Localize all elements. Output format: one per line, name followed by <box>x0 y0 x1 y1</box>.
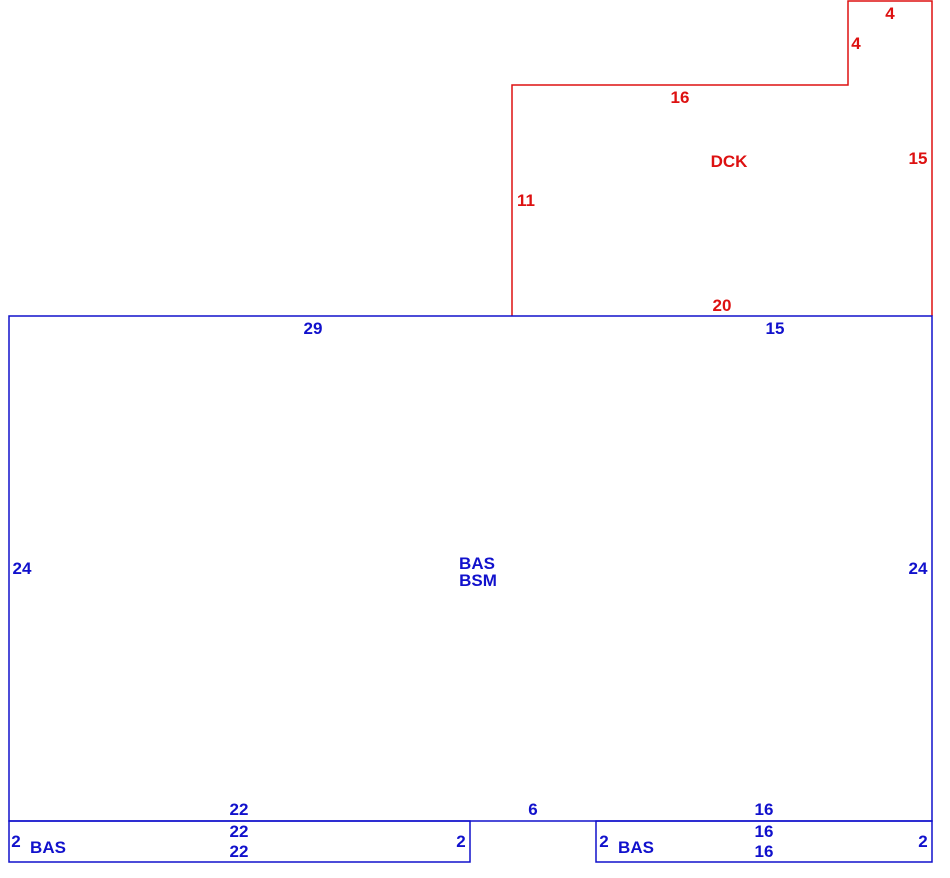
main-area-label-bas: BAS <box>459 554 495 573</box>
main-dim-top-right: 15 <box>766 319 785 338</box>
left-addition-outline <box>8 820 471 863</box>
main-dim-bottom-middle: 6 <box>528 800 537 819</box>
deck-dim-upper-width: 16 <box>671 88 690 107</box>
left-add-dim-left: 2 <box>11 832 20 851</box>
right-add-dim-right: 2 <box>918 832 927 851</box>
deck-dim-right-side: 15 <box>909 149 928 168</box>
left-add-area-label: BAS <box>30 838 66 857</box>
main-dim-bottom-right: 16 <box>755 800 774 819</box>
left-add-dim-bottom: 22 <box>230 842 249 861</box>
right-add-dim-bottom: 16 <box>755 842 774 861</box>
right-addition-outline <box>595 820 933 863</box>
deck-area-label: DCK <box>711 152 749 171</box>
right-add-area-label: BAS <box>618 838 654 857</box>
right-add-dim-top: 16 <box>755 822 774 841</box>
main-dim-top-left: 29 <box>304 319 323 338</box>
main-area-label-bsm: BSM <box>459 571 497 590</box>
deck-dim-notch-height: 4 <box>851 34 861 53</box>
deck-outline <box>511 0 933 316</box>
right-add-dim-left: 2 <box>599 832 608 851</box>
deck-dim-bottom-width: 20 <box>713 296 732 315</box>
main-dim-right-side: 24 <box>909 559 928 578</box>
deck-dim-notch-width: 4 <box>885 4 895 23</box>
main-dim-left-side: 24 <box>13 559 32 578</box>
main-dim-bottom-left: 22 <box>230 800 249 819</box>
left-add-dim-top: 22 <box>230 822 249 841</box>
deck-dim-left-side: 11 <box>517 191 535 210</box>
left-add-dim-right: 2 <box>456 832 465 851</box>
